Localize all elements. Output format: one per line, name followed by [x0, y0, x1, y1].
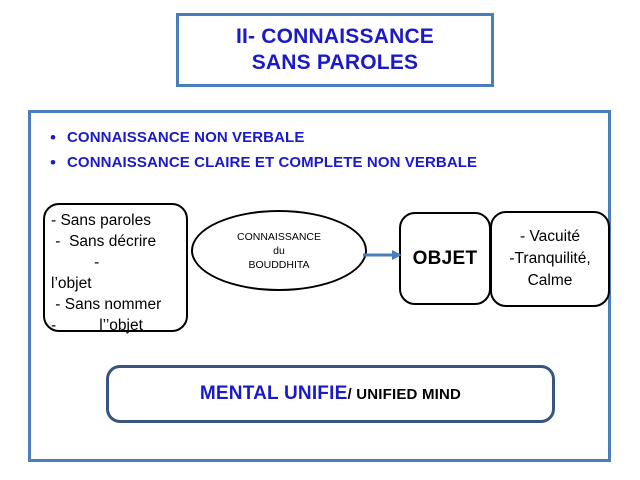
title-banner: II- CONNAISSANCE SANS PAROLES: [176, 13, 494, 87]
title-line-2: SANS PAROLES: [251, 51, 419, 74]
unified-mind-label-fr: MENTAL UNIFIE: [199, 383, 348, 404]
list-item: • CONNAISSANCE NON VERBALE: [39, 125, 599, 150]
right-box-line-3: Calme: [527, 272, 573, 289]
right-box-line-2: -Tranquilité,: [509, 250, 591, 267]
left-box-line-6: - l’’objet: [51, 317, 143, 334]
bullet-list: • CONNAISSANCE NON VERBALE • CONNAISSANC…: [39, 125, 599, 175]
bullet-label: CONNAISSANCE NON VERBALE: [67, 129, 305, 146]
left-box-line-3: -: [51, 254, 100, 271]
unified-mind-label-en: / UNIFIED MIND: [347, 385, 462, 403]
qualities-box: - Vacuité -Tranquilité, Calme: [490, 211, 610, 307]
connaissance-ellipse: CONNAISSANCE du BOUDDHITA: [191, 210, 367, 291]
list-item: • CONNAISSANCE CLAIRE ET COMPLETE NON VE…: [39, 150, 599, 175]
left-box-line-2: - Sans décrire: [51, 233, 157, 250]
bullet-marker-icon: •: [50, 128, 56, 147]
ellipse-line-1: CONNAISSANCE: [236, 230, 321, 243]
title-line-1: II- CONNAISSANCE: [235, 25, 435, 48]
unified-mind-box: MENTAL UNIFIE / UNIFIED MIND: [106, 365, 555, 423]
arrow-right-icon: [363, 250, 402, 260]
bullet-label: CONNAISSANCE CLAIRE ET COMPLETE NON VERB…: [67, 154, 478, 171]
ellipse-line-3: BOUDDHITA: [248, 258, 310, 271]
left-box-line-1: - Sans paroles: [51, 212, 151, 229]
content-frame: • CONNAISSANCE NON VERBALE • CONNAISSANC…: [28, 110, 611, 462]
right-box-line-1: - Vacuité: [519, 228, 581, 245]
ellipse-line-2: du: [273, 244, 285, 257]
objet-label: OBJET: [412, 247, 478, 269]
left-criteria-box: - Sans paroles - Sans décrire - l’objet …: [43, 203, 188, 334]
left-box-line-4: l’objet: [51, 275, 92, 292]
objet-box: OBJET: [399, 212, 491, 305]
bullet-marker-icon: •: [50, 153, 56, 172]
left-box-line-5: - Sans nommer: [51, 296, 162, 313]
